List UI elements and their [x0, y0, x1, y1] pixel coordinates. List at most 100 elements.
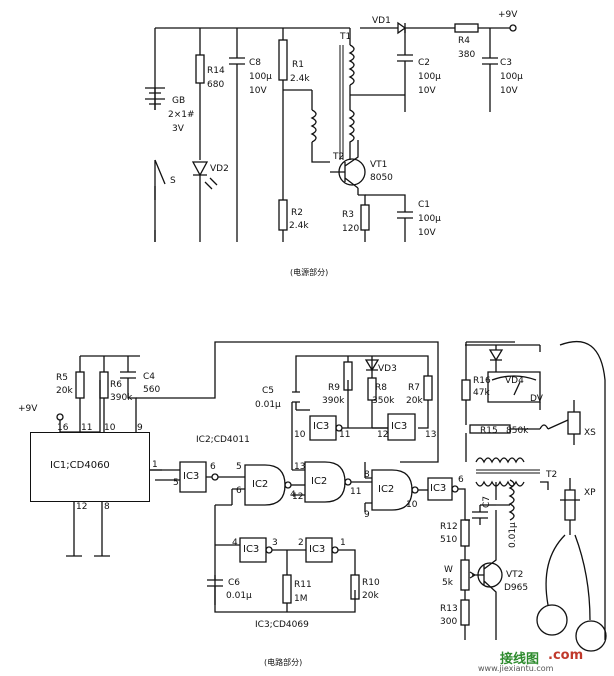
w-value: 5k — [442, 578, 453, 588]
ic1-pin-16: 16 — [57, 423, 69, 433]
watermark-site: www.jiexiantu.com — [478, 664, 554, 673]
r3-label: R3 — [342, 210, 354, 220]
c8-capacitor — [229, 28, 245, 242]
r5-label: R5 — [56, 373, 68, 383]
r2-resistor — [278, 199, 288, 231]
r14-value: 680 — [207, 80, 225, 90]
gb-label: GB — [172, 96, 186, 106]
c2-capacitor — [397, 28, 413, 112]
r6-value: 390k — [110, 393, 133, 403]
gb-voltage-label: 3V — [172, 124, 184, 134]
ic3-gate-buffer-body — [427, 477, 453, 501]
ic1-vplus-node — [56, 413, 64, 421]
xp-label: XP — [584, 488, 596, 498]
r16-value: 47k — [473, 388, 490, 398]
c5-capacitor — [292, 355, 386, 410]
ic1-label: IC1;CD4060 — [50, 460, 110, 471]
ic3-upper-pin-13: 13 — [425, 430, 437, 440]
vplus-terminal — [509, 24, 517, 32]
t1-primary-winding — [348, 44, 355, 86]
ic2-gate-c-label: IC2 — [378, 484, 395, 495]
t2-circuit-label: T2 — [546, 470, 558, 480]
c2-label: C2 — [418, 58, 431, 68]
vd2-led — [191, 161, 209, 177]
ic2-title-label: IC2;CD4011 — [196, 435, 250, 445]
c1-value: 100μ — [418, 214, 441, 224]
ic1-pin-10: 10 — [104, 423, 116, 433]
c5-label: C5 — [262, 386, 275, 396]
c3-capacitor — [482, 28, 498, 112]
c1-voltage: 10V — [418, 228, 436, 238]
xs-label: XS — [584, 428, 596, 438]
r2-label: R2 — [291, 208, 303, 218]
gb-spec-label: 2×1# — [168, 110, 195, 120]
ic3-upper-right-label: IC3 — [391, 421, 408, 432]
r4-value: 380 — [458, 50, 476, 60]
r9-value: 390k — [322, 396, 345, 406]
r6-resistor — [99, 371, 109, 399]
c4-feedback-wire — [136, 341, 439, 463]
c3-value: 100μ — [500, 72, 523, 82]
ic2-pin-6: 6 — [236, 486, 242, 496]
ic3-gate-c-body — [387, 413, 416, 441]
ic1-pin-8: 8 — [104, 502, 110, 512]
ic1-pin-1: 1 — [152, 460, 158, 470]
ic3-gate-b-body — [309, 415, 337, 441]
ic3-gate-a-body — [179, 461, 212, 493]
ic3-title-label: IC3;CD4069 — [255, 620, 309, 630]
ic1-pin-9: 9 — [137, 423, 143, 433]
vd1-diode — [397, 21, 407, 35]
r13-resistor — [460, 599, 470, 626]
r5-value: 20k — [56, 386, 73, 396]
ic3-gate-e-body — [305, 537, 333, 563]
c8-voltage: 10V — [249, 86, 267, 96]
ic3-upper-left-label: IC3 — [313, 421, 330, 432]
c6-label: C6 — [228, 578, 241, 588]
r1-label: R1 — [292, 60, 304, 70]
r4-resistor — [454, 23, 479, 33]
r12-resistor — [460, 519, 470, 547]
circuit-section-caption: (电路部分) — [264, 658, 303, 667]
r15-value: 850k — [506, 426, 529, 436]
c6-capacitor — [207, 544, 356, 613]
t2-output-coil — [508, 479, 515, 521]
vd3-diode — [364, 359, 380, 372]
ic3-upper-pin-10: 10 — [294, 430, 306, 440]
t1-core — [339, 45, 344, 160]
c1-label: C1 — [418, 200, 431, 210]
ic3-upper-pin-11: 11 — [339, 430, 351, 440]
c4-value: 560 — [143, 385, 161, 395]
c6-value: 0.01μ — [226, 591, 252, 601]
power-vplus-label: +9V — [498, 10, 518, 20]
r3-value: 120 — [342, 224, 360, 234]
r8-label: R8 — [375, 383, 387, 393]
r5-resistor — [75, 371, 85, 399]
r13-label: R13 — [440, 604, 458, 614]
ic3-lower-right-label: IC3 — [309, 544, 326, 555]
r1-resistor — [278, 39, 288, 81]
r15-label: R15 — [480, 426, 498, 436]
r6-label: R6 — [110, 380, 122, 390]
vt1-label: VT1 — [370, 160, 388, 170]
c7-capacitor — [472, 505, 488, 525]
r11-resistor — [282, 574, 292, 604]
vd4-diode — [488, 349, 504, 362]
r16-resistor — [461, 379, 471, 401]
ic2-gate-b-label: IC2 — [311, 476, 328, 487]
ic3-lower-pin-3: 3 — [272, 538, 278, 548]
watermark-com: .com — [548, 648, 584, 663]
r9-label: R9 — [328, 383, 340, 393]
r13-value: 300 — [440, 617, 458, 627]
ic3-upper-pin-12: 12 — [377, 430, 389, 440]
c3-voltage: 10V — [500, 86, 518, 96]
r10-resistor — [350, 574, 360, 600]
power-section-caption: (电源部分) — [290, 268, 329, 277]
r10-label: R10 — [362, 578, 380, 588]
r1-value: 2.4k — [290, 74, 310, 84]
ic2-pin-8: 8 — [364, 470, 370, 480]
vd3-label: VD3 — [378, 364, 397, 374]
watermark-cn: 接线图 — [500, 652, 540, 667]
c2-voltage: 10V — [418, 86, 436, 96]
